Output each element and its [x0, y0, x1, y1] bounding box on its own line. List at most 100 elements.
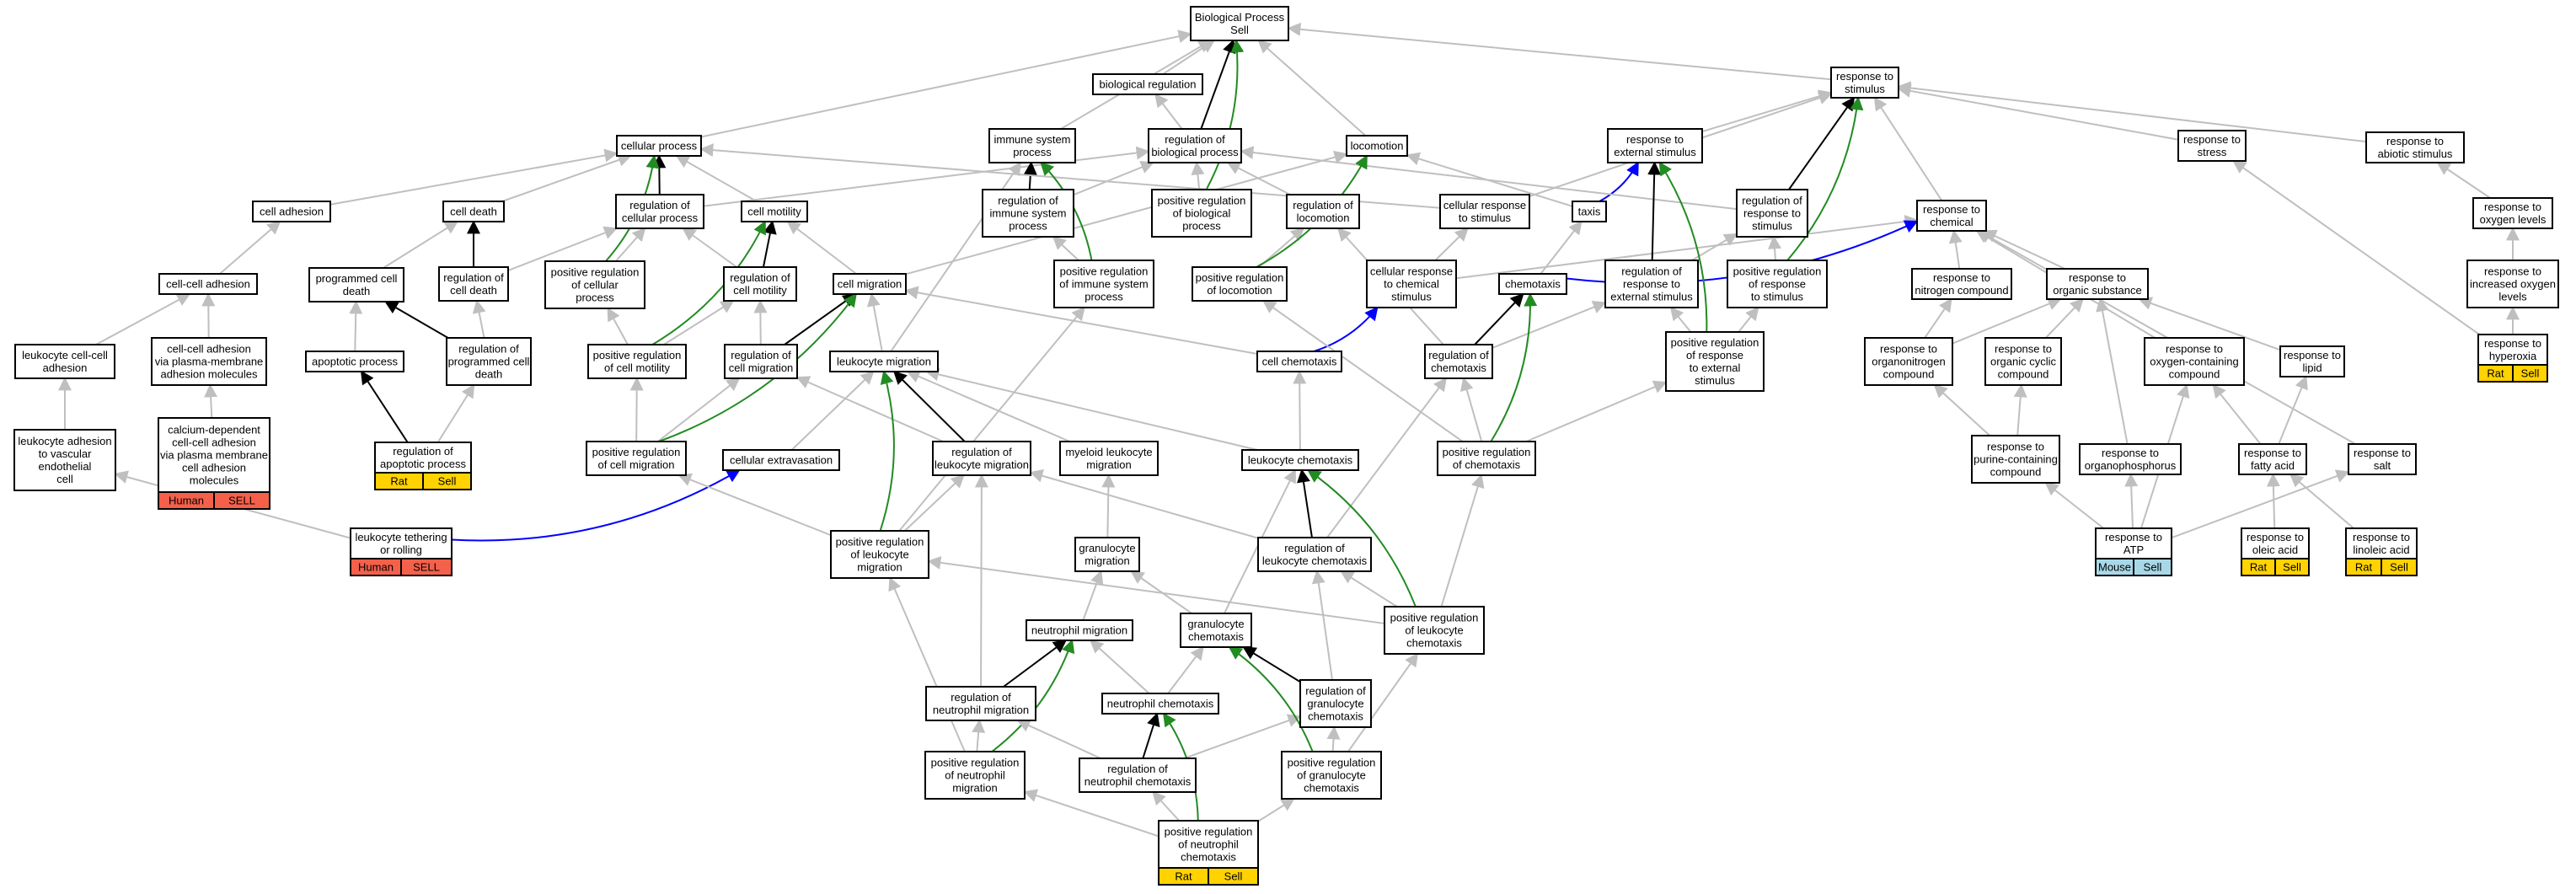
go-term-node[interactable]: cell death [442, 201, 505, 222]
node-box [2177, 130, 2247, 162]
go-term-node[interactable]: cell-cell adhesion [158, 273, 258, 295]
species-badge: SELL [400, 558, 453, 576]
go-term-node[interactable]: cellular process [616, 135, 702, 157]
go-term-node[interactable]: cell chemotaxis [1256, 351, 1342, 372]
edge-part-of [384, 301, 449, 339]
go-term-node[interactable]: taxis [1572, 201, 1607, 222]
go-term-node[interactable]: neutrophil chemotaxis [1101, 693, 1219, 715]
edge-is-a [972, 719, 986, 752]
go-term-node[interactable]: apoptotic process [305, 351, 404, 372]
go-term-node[interactable]: neutrophil migration [1026, 619, 1133, 641]
go-term-node[interactable]: leukocyte migration [829, 351, 939, 372]
badge-label: Sell [2390, 561, 2408, 574]
node-label-line: oxygen levels [2480, 213, 2547, 226]
edge-is-a [1455, 215, 1919, 280]
go-term-node[interactable]: cell migration [833, 273, 907, 295]
node-box [1572, 201, 1607, 222]
node-label-line: neutrophil chemotaxis [1107, 698, 1214, 710]
go-term-node[interactable]: cell adhesion [252, 201, 331, 222]
node-box [442, 201, 505, 222]
go-term-node[interactable]: cell motility [741, 201, 808, 222]
edge-is-a [866, 292, 883, 352]
node-label-line: response to [1995, 343, 2052, 356]
node-label-line: positive regulation [593, 349, 682, 361]
edge-regulates-to [451, 469, 741, 542]
go-term-node[interactable]: chemotaxis [1498, 273, 1567, 295]
go-term-node[interactable]: cellular extravasation [722, 449, 840, 471]
node-label-line: response to [2284, 349, 2341, 361]
node-label-line: of locomotion [1207, 284, 1272, 297]
node-label-line: regulation of [1742, 195, 1802, 207]
edge-is-a [790, 370, 875, 451]
go-term-node[interactable]: locomotion [1346, 135, 1408, 157]
go-term-node[interactable]: leukocyte chemotaxis [1241, 449, 1359, 471]
go-term-node[interactable]: biological regulation [1092, 73, 1203, 95]
